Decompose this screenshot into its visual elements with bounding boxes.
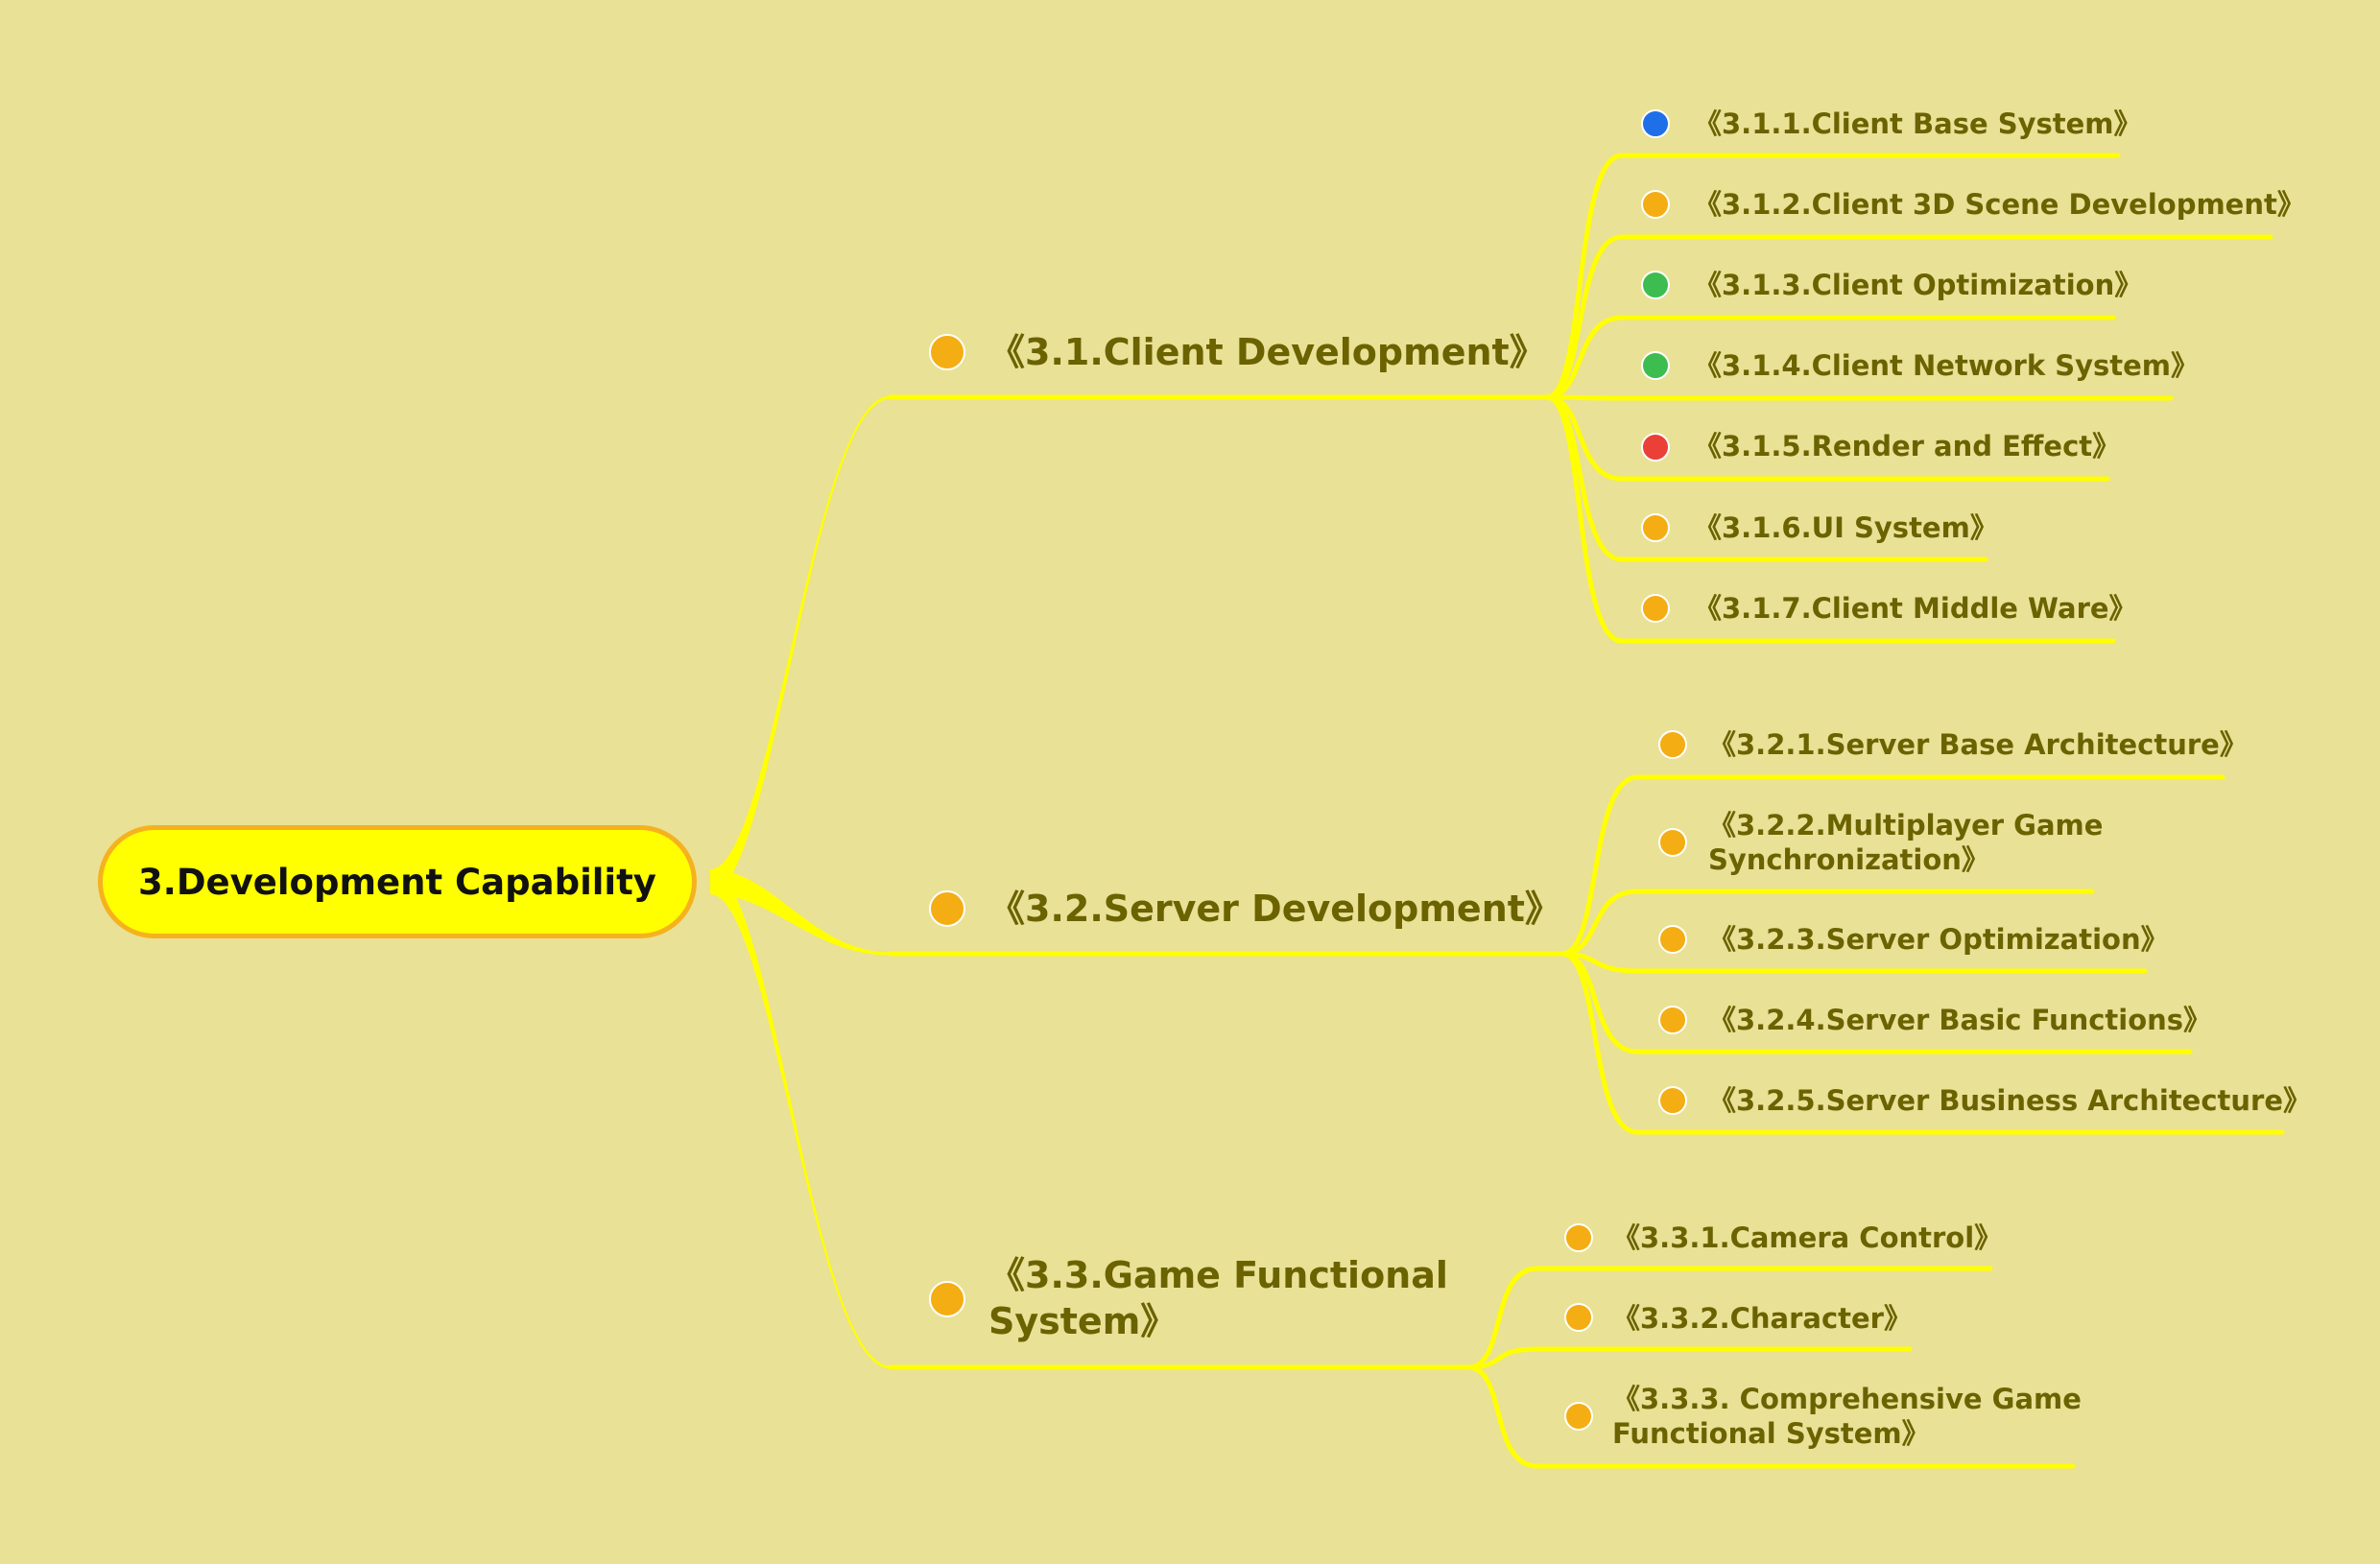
orange-circle-icon [929, 334, 965, 370]
subtopic-connector [1559, 951, 2285, 1135]
branch-topic-2[interactable]: 《3.2.Server Development》 [988, 886, 1561, 932]
subtopic-1-4-line: 《3.1.4.Client Network System》 [1694, 349, 2200, 382]
orange-circle-icon [1564, 1402, 1593, 1431]
branch-topic-3-line: 《3.3.Game Functional [988, 1254, 1448, 1296]
subtopic-1-6-line: 《3.1.6.UI System》 [1694, 511, 1998, 544]
orange-circle-icon [929, 890, 965, 927]
subtopic-connector [1544, 394, 2174, 401]
subtopic-connector [1559, 889, 2095, 957]
orange-circle-icon [1658, 828, 1687, 857]
subtopic-2-2-line: Synchronization》 [1708, 843, 1989, 876]
subtopic-3-3-line: Functional System》 [1612, 1417, 1930, 1450]
subtopic-2-3[interactable]: 《3.2.3.Server Optimization》 [1708, 922, 2169, 957]
orange-circle-icon [1641, 594, 1670, 623]
root-connector [710, 395, 891, 894]
root-topic-label: 3.Development Capability [138, 861, 656, 903]
subtopic-connector [1465, 1346, 1913, 1370]
subtopic-3-3-line: 《3.3.3. Comprehensive Game [1612, 1383, 2082, 1415]
subtopic-1-2-line: 《3.1.2.Client 3D Scene Development》 [1694, 188, 2305, 221]
subtopic-1-1[interactable]: 《3.1.1.Client Base System》 [1694, 107, 2142, 141]
branch-topic-3-line: System》 [988, 1300, 1178, 1342]
subtopic-1-1-line: 《3.1.1.Client Base System》 [1694, 107, 2142, 140]
subtopic-1-3[interactable]: 《3.1.3.Client Optimization》 [1694, 268, 2142, 302]
branch-topic-2-line: 《3.2.Server Development》 [988, 888, 1561, 930]
orange-circle-icon [1641, 190, 1670, 219]
root-connector [710, 869, 891, 1369]
orange-circle-icon [1564, 1303, 1593, 1332]
subtopic-1-6[interactable]: 《3.1.6.UI System》 [1694, 510, 1998, 545]
root-connector [710, 869, 891, 956]
subtopic-1-2[interactable]: 《3.1.2.Client 3D Scene Development》 [1694, 187, 2305, 222]
red-circle-icon [1641, 433, 1670, 462]
subtopic-connector [1465, 1266, 1993, 1370]
orange-circle-icon [929, 1281, 965, 1317]
orange-circle-icon [1658, 1086, 1687, 1115]
orange-circle-icon [1658, 730, 1687, 759]
orange-circle-icon [1641, 513, 1670, 542]
subtopic-3-1[interactable]: 《3.3.1.Camera Control》 [1612, 1220, 2002, 1255]
subtopic-1-7-line: 《3.1.7.Client Middle Ware》 [1694, 592, 2137, 625]
blue-circle-icon [1641, 109, 1670, 138]
subtopic-connector [1544, 394, 2116, 644]
subtopic-connector [1559, 951, 2148, 974]
green-circle-icon [1641, 351, 1670, 380]
subtopic-connector [1465, 1364, 2076, 1469]
orange-circle-icon [1658, 925, 1687, 954]
subtopic-2-1[interactable]: 《3.2.1.Server Base Architecture》 [1708, 727, 2248, 762]
branch-topic-1[interactable]: 《3.1.Client Development》 [988, 329, 1546, 375]
subtopic-3-2-line: 《3.3.2.Character》 [1612, 1302, 1912, 1335]
subtopic-3-1-line: 《3.3.1.Camera Control》 [1612, 1221, 2003, 1254]
green-circle-icon [1641, 271, 1670, 299]
subtopic-1-5-line: 《3.1.5.Render and Effect》 [1694, 430, 2121, 462]
subtopic-2-3-line: 《3.2.3.Server Optimization》 [1708, 923, 2169, 956]
subtopic-1-7[interactable]: 《3.1.7.Client Middle Ware》 [1694, 591, 2137, 626]
subtopic-1-5[interactable]: 《3.1.5.Render and Effect》 [1694, 429, 2120, 463]
subtopic-connector [1559, 774, 2225, 957]
subtopic-1-3-line: 《3.1.3.Client Optimization》 [1694, 269, 2143, 301]
subtopic-2-4-line: 《3.2.4.Server Basic Functions》 [1708, 1004, 2212, 1036]
subtopic-connector [1544, 153, 2121, 400]
root-topic-node[interactable]: 3.Development Capability [98, 825, 697, 938]
subtopic-2-1-line: 《3.2.1.Server Base Architecture》 [1708, 728, 2248, 761]
branch-topic-1-line: 《3.1.Client Development》 [988, 331, 1546, 373]
subtopic-connector [1544, 234, 2273, 400]
subtopic-2-4[interactable]: 《3.2.4.Server Basic Functions》 [1708, 1003, 2211, 1037]
subtopic-2-2-line: 《3.2.2.Multiplayer Game [1708, 809, 2104, 841]
subtopic-connector [1544, 315, 2116, 400]
subtopic-2-5-line: 《3.2.5.Server Business Architecture》 [1708, 1084, 2312, 1117]
orange-circle-icon [1564, 1223, 1593, 1252]
orange-circle-icon [1658, 1006, 1687, 1034]
subtopic-3-2[interactable]: 《3.3.2.Character》 [1612, 1301, 1912, 1336]
subtopic-2-5[interactable]: 《3.2.5.Server Business Architecture》 [1708, 1083, 2311, 1118]
subtopic-1-4[interactable]: 《3.1.4.Client Network System》 [1694, 348, 2199, 383]
